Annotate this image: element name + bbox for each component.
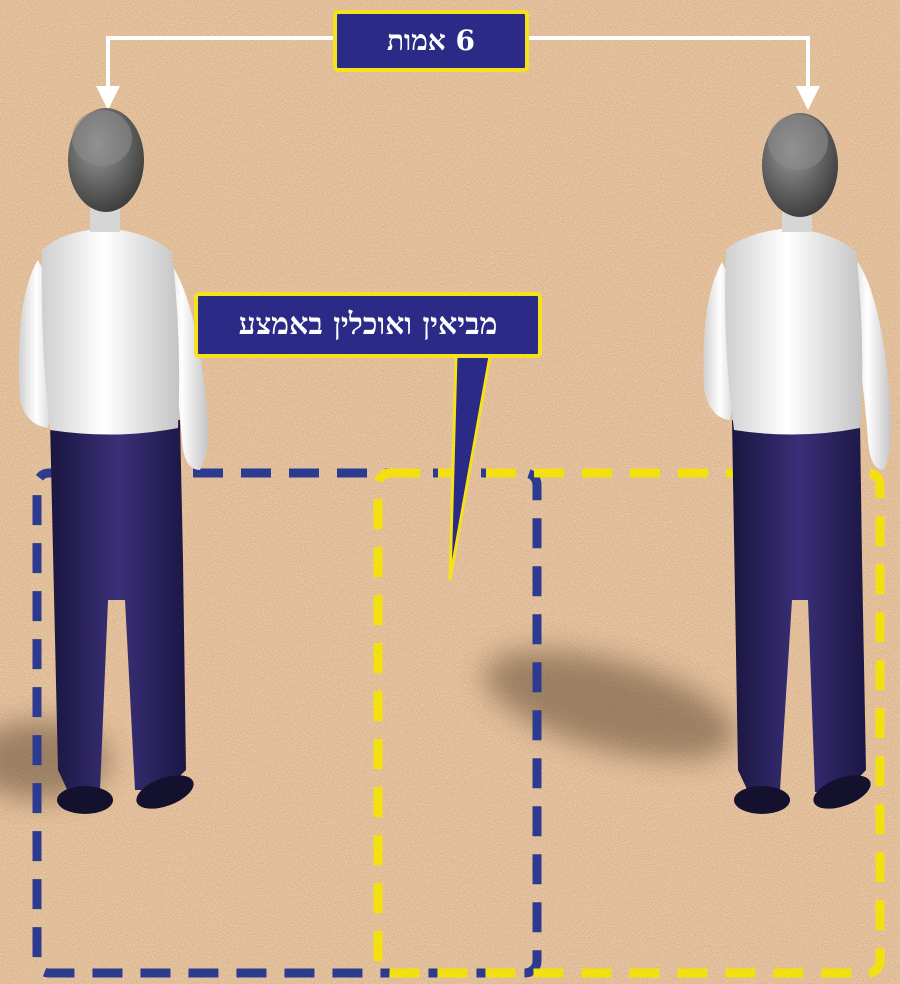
center-eating-label: מביאין ואוכלין באמצע [194,292,542,358]
distance-label: 6 אמות [333,10,529,72]
